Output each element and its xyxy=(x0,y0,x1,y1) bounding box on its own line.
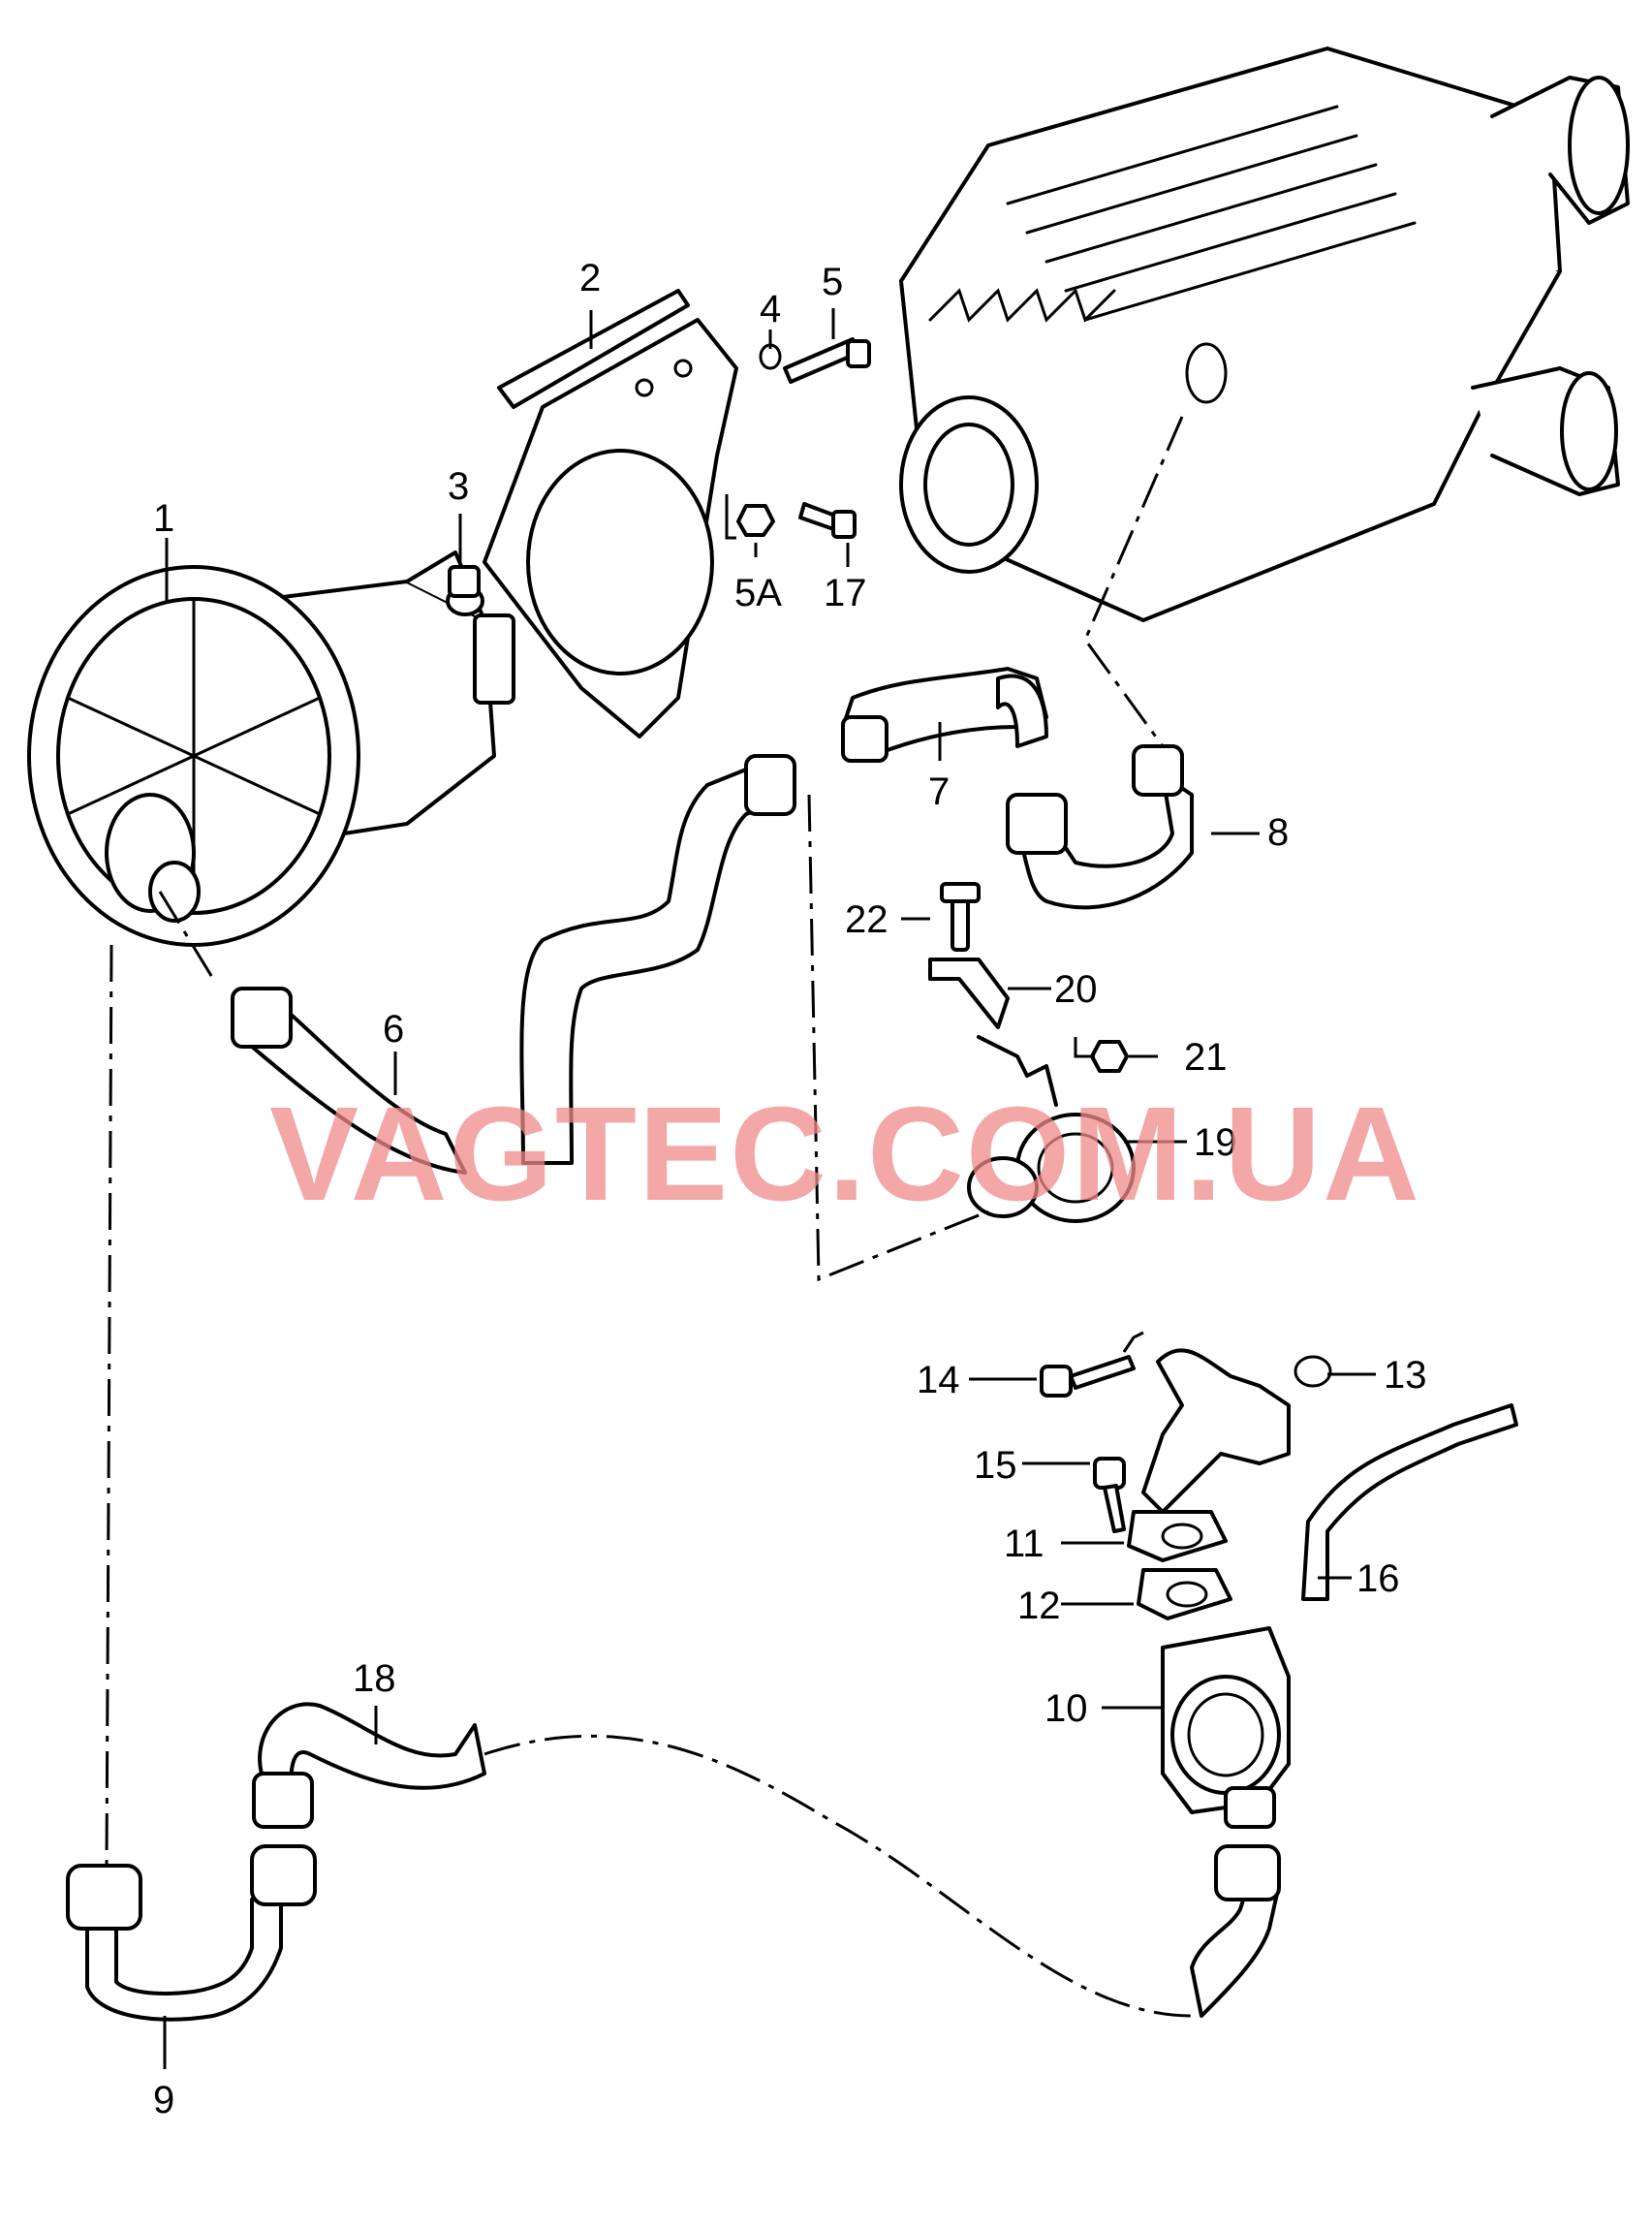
callout-4: 4 xyxy=(760,288,781,330)
hose-lower-right xyxy=(1190,1844,1281,2018)
hose-18 xyxy=(252,1702,486,1829)
hose-6 xyxy=(231,754,796,1175)
pump-bracket xyxy=(483,289,738,738)
valve-bracket-group xyxy=(928,882,1136,1223)
callout-10: 10 xyxy=(1044,1687,1088,1730)
callout-19: 19 xyxy=(1194,1121,1237,1164)
callout-15: 15 xyxy=(974,1444,1017,1487)
callout-8: 8 xyxy=(1267,811,1289,854)
callout-22: 22 xyxy=(845,898,888,941)
callout-5a: 5A xyxy=(734,572,782,614)
callout-9: 9 xyxy=(153,2079,174,2121)
callout-13: 13 xyxy=(1384,1354,1427,1397)
air-filter-housing xyxy=(899,47,1630,622)
callout-labels: 1 2 3 4 5 5A 17 6 7 8 9 10 11 12 13 14 1… xyxy=(153,257,1427,2121)
callout-11: 11 xyxy=(1004,1523,1044,1565)
callout-14: 14 xyxy=(917,1359,960,1401)
combination-valve-group xyxy=(1040,1348,1518,1829)
secondary-air-pump xyxy=(27,550,515,947)
connection-lines xyxy=(105,416,1193,2018)
hose-7 xyxy=(841,667,1048,763)
callout-21: 21 xyxy=(1184,1036,1228,1079)
callout-18: 18 xyxy=(353,1657,396,1700)
hose-8 xyxy=(1006,744,1194,910)
callout-2: 2 xyxy=(579,257,601,299)
callout-3: 3 xyxy=(448,465,469,508)
leader-lines xyxy=(163,308,1376,2069)
callout-5: 5 xyxy=(822,261,843,303)
callout-7: 7 xyxy=(928,770,950,813)
callout-12: 12 xyxy=(1017,1585,1061,1627)
watermark-text: VAGTEC.COM.UA xyxy=(269,1080,1421,1229)
callout-16: 16 xyxy=(1356,1557,1400,1600)
callout-1: 1 xyxy=(153,497,174,540)
callout-6: 6 xyxy=(383,1008,404,1051)
callout-20: 20 xyxy=(1054,968,1098,1011)
callout-17: 17 xyxy=(824,572,867,614)
hose-9 xyxy=(66,1844,317,2022)
